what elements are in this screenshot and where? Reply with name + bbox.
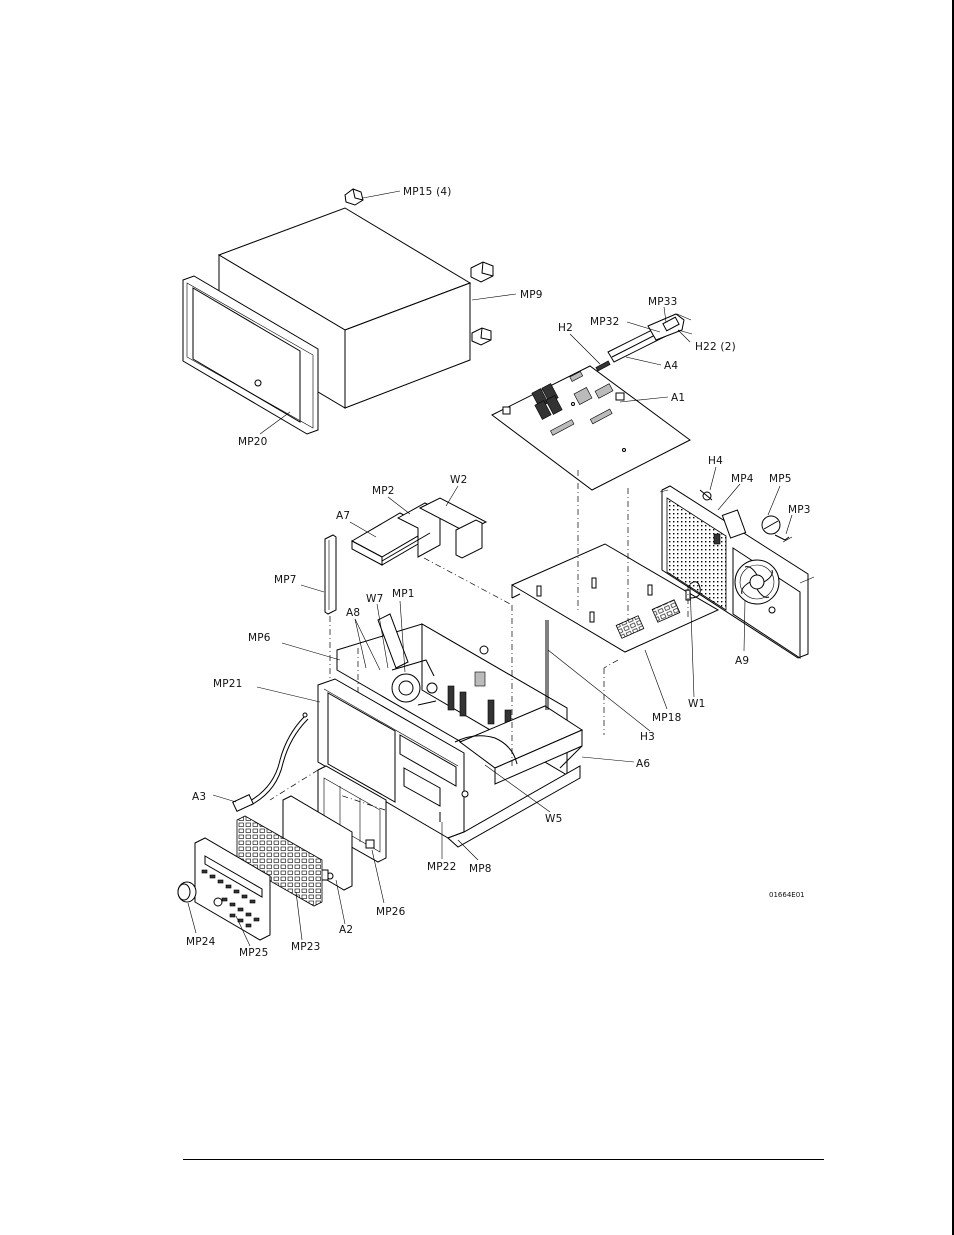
foot-mp15-side: [471, 262, 493, 282]
bracket-mp7: [325, 535, 336, 614]
label-mp3: MP3: [788, 504, 811, 516]
label-h3: H3: [640, 731, 655, 743]
label-mp9: MP9: [520, 289, 543, 301]
foot-mp15: [345, 189, 363, 205]
disk-drive-a7: [352, 498, 486, 565]
label-mp26: MP26: [376, 906, 406, 918]
label-mp4: MP4: [731, 473, 754, 485]
label-mp5: MP5: [769, 473, 792, 485]
label-mp7: MP7: [274, 574, 297, 586]
label-h4: H4: [708, 455, 723, 467]
label-a9: A9: [735, 655, 749, 667]
label-w7: W7: [366, 593, 383, 605]
label-a2: A2: [339, 924, 353, 936]
label-mp21: MP21: [213, 678, 243, 690]
cable-a3: [233, 713, 308, 811]
label-w2: W2: [450, 474, 467, 486]
label-mp22: MP22: [427, 861, 457, 873]
label-mp20: MP20: [238, 436, 268, 448]
label-a6: A6: [636, 758, 650, 770]
label-h22: H22 (2): [695, 341, 736, 353]
figure-id: 01664E01: [769, 891, 805, 899]
label-mp25: MP25: [239, 947, 269, 959]
label-w5: W5: [545, 813, 562, 825]
processor-board-a1: [492, 366, 690, 490]
label-w1: W1: [688, 698, 705, 710]
label-mp32: MP32: [590, 316, 620, 328]
label-mp18: MP18: [652, 712, 682, 724]
label-mp8: MP8: [469, 863, 492, 875]
label-a8: A8: [346, 607, 360, 619]
label-mp15: MP15 (4): [403, 186, 452, 198]
label-mp33: MP33: [648, 296, 678, 308]
label-a4: A4: [664, 360, 678, 372]
label-mp6: MP6: [248, 632, 271, 644]
label-mp2: MP2: [372, 485, 395, 497]
foot-mp15-side-lower: [472, 328, 491, 345]
label-mp23: MP23: [291, 941, 321, 953]
label-a1: A1: [671, 392, 685, 404]
label-mp24: MP24: [186, 936, 216, 948]
label-a7: A7: [336, 510, 350, 522]
label-a3: A3: [192, 791, 206, 803]
label-h2: H2: [558, 322, 573, 334]
label-mp1: MP1: [392, 588, 415, 600]
